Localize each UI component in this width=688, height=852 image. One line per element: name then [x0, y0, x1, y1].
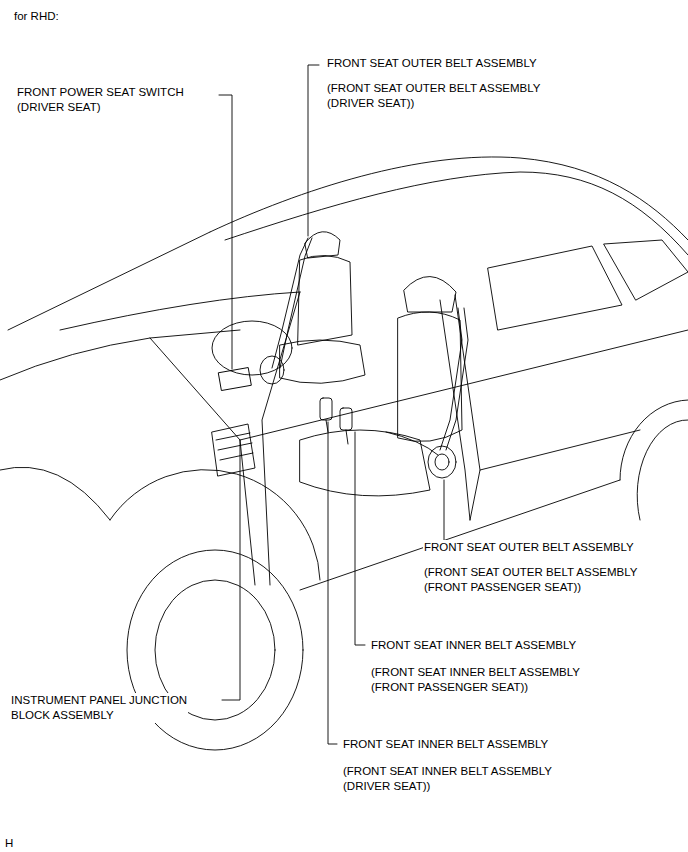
hood-edge: [0, 330, 240, 380]
leader-line: [444, 480, 448, 547]
part-name: FRONT SEAT INNER BELT ASSEMBLY: [370, 638, 577, 653]
passenger-buckle-stalk: [346, 430, 348, 444]
passenger-retractor: [428, 446, 456, 478]
power-seat-switch: [219, 368, 252, 391]
rear-door-window: [488, 246, 622, 330]
leader-line: [328, 422, 337, 744]
driver-seatback: [298, 255, 352, 345]
roof-line: [210, 157, 688, 240]
passenger-buckle: [340, 408, 352, 430]
part-name: FRONT POWER SEAT SWITCH (DRIVER SEAT): [16, 85, 185, 115]
part-name: FRONT SEAT INNER BELT ASSEMBLY: [342, 737, 549, 752]
passenger-outer-belt: [446, 308, 468, 450]
rear-wheel: [637, 420, 688, 520]
driver-outer-belt: [272, 238, 308, 368]
leader-line: [308, 65, 319, 236]
leader-line: [219, 95, 232, 369]
leader-line: [222, 440, 240, 700]
rear-wheel-arch: [620, 400, 688, 480]
passenger-seatback: [398, 312, 462, 442]
beltline: [240, 330, 688, 440]
part-name: (FRONT SEAT OUTER BELT ASSEMBLY (DRIVER …: [326, 81, 541, 111]
part-name: (FRONT SEAT INNER BELT ASSEMBLY (FRONT P…: [370, 665, 581, 695]
part-name: FRONT SEAT OUTER BELT ASSEMBLY: [423, 540, 635, 555]
passenger-lap-belt: [386, 432, 438, 455]
driver-buckle: [320, 398, 332, 420]
driver-headrest: [305, 232, 340, 258]
driver-retractor: [260, 356, 284, 384]
leader-line: [355, 432, 365, 645]
front-bumper: [0, 467, 110, 520]
quarter-window: [604, 240, 688, 300]
b-pillar-inner: [455, 295, 480, 470]
front-fender: [150, 338, 255, 585]
figure-code: H: [4, 836, 14, 851]
part-name: (FRONT SEAT INNER BELT ASSEMBLY (DRIVER …: [342, 764, 553, 794]
rear-door: [470, 430, 640, 520]
part-name: FRONT SEAT OUTER BELT ASSEMBLY: [326, 56, 538, 71]
leader-line: [418, 480, 444, 547]
dashboard: [60, 292, 300, 330]
a-pillar: [8, 232, 210, 330]
passenger-outer-belt: [440, 308, 462, 450]
front-door-opening: [262, 292, 300, 585]
driver-outer-belt: [280, 238, 312, 368]
passenger-retractor-hub: [435, 454, 449, 470]
junction-block-detail: [216, 433, 253, 460]
part-name: (FRONT SEAT OUTER BELT ASSEMBLY (FRONT P…: [423, 565, 638, 595]
part-name: INSTRUMENT PANEL JUNCTION BLOCK ASSEMBLY: [10, 693, 188, 723]
junction-block: [212, 424, 255, 476]
driver-cushion: [280, 340, 365, 383]
passenger-headrest: [404, 276, 456, 312]
front-wheel-arch: [110, 470, 320, 580]
b-pillar: [440, 300, 470, 520]
diagram-title: for RHD:: [13, 9, 60, 24]
